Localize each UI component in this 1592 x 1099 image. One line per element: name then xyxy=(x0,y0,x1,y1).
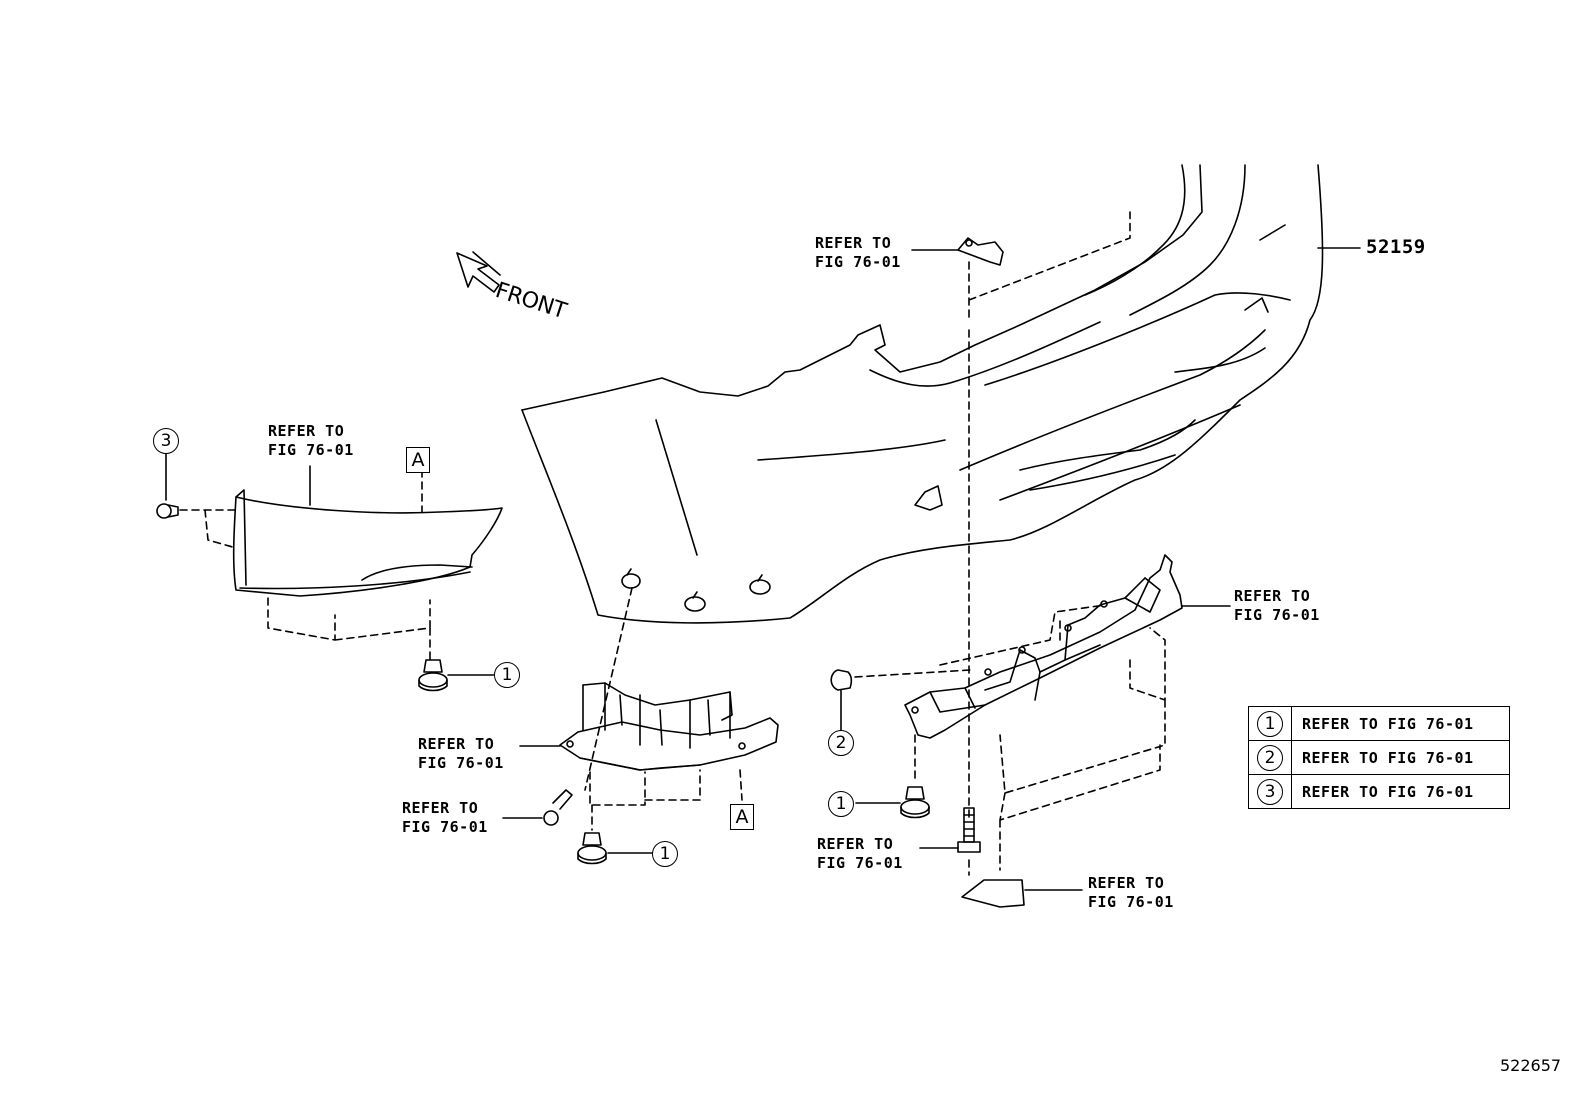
reference-box-a-bottom: A xyxy=(730,804,754,830)
marker-1-right: 1 xyxy=(828,791,854,817)
reference-box-a-top: A xyxy=(406,447,430,473)
legend-marker: 1 xyxy=(1257,710,1283,737)
small-plate xyxy=(961,879,1083,908)
legend-text: REFER TO FIG 76-01 xyxy=(1291,740,1510,775)
image-id: 522657 xyxy=(1500,1056,1562,1075)
legend-table: 1 REFER TO FIG 76-01 2 REFER TO FIG 76-0… xyxy=(1248,706,1510,809)
legend-text: REFER TO FIG 76-01 xyxy=(1291,774,1510,809)
top-clip xyxy=(911,237,1004,266)
bolt-1-center xyxy=(577,832,653,865)
side-spoiler xyxy=(232,465,503,597)
legend-row: 3 REFER TO FIG 76-01 xyxy=(1248,774,1510,809)
stud-bolt xyxy=(919,807,981,853)
clip-2 xyxy=(830,669,853,731)
legend-marker: 2 xyxy=(1257,744,1283,771)
marker-3: 3 xyxy=(153,428,179,454)
screw xyxy=(502,789,573,826)
part-number-label: 52159 xyxy=(1366,236,1426,258)
marker-1-left: 1 xyxy=(494,662,520,688)
bolt-1-right xyxy=(855,786,930,819)
bumper-cover xyxy=(521,164,1324,624)
legend-row: 2 REFER TO FIG 76-01 xyxy=(1248,740,1510,775)
marker-1-center: 1 xyxy=(652,841,678,867)
legend-text: REFER TO FIG 76-01 xyxy=(1291,706,1510,741)
rear-bracket xyxy=(904,554,1183,739)
marker-2: 2 xyxy=(828,730,854,756)
legend-marker: 3 xyxy=(1257,778,1283,805)
bolt-1-left xyxy=(418,659,495,692)
front-arrow-icon xyxy=(456,251,501,293)
legend-row: 1 REFER TO FIG 76-01 xyxy=(1248,706,1510,741)
clip-3 xyxy=(156,503,179,519)
